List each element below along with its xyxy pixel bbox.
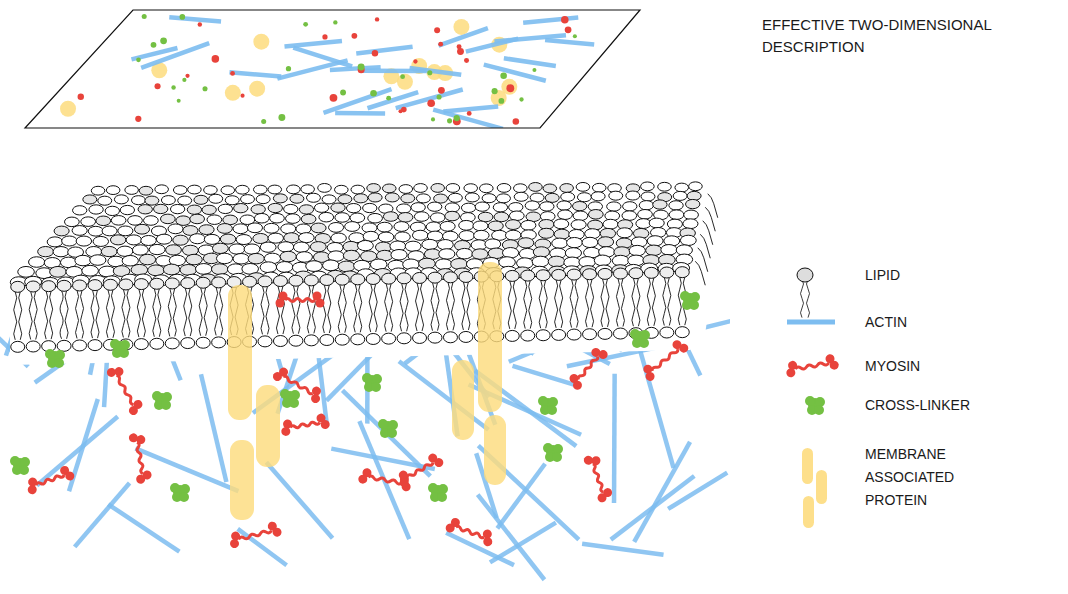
myosin-motor: [24, 292, 690, 550]
legend-symbols: [784, 268, 839, 528]
cross-linker: [10, 291, 700, 502]
legend-text: MYOSIN: [865, 355, 920, 378]
lipid-bilayer: [10, 182, 718, 365]
legend-text: CROSS-LINKER: [865, 394, 970, 417]
membrane-protein: [228, 262, 506, 520]
legend-text: ACTIN: [865, 311, 907, 334]
legend-text: LIPID: [865, 264, 900, 287]
plane: [25, 10, 640, 129]
figure-label: EFFECTIVE TWO-DIMENSIONAL DESCRIPTION: [762, 14, 1062, 58]
legend-text: MEMBRANE ASSOCIATED PROTEIN: [865, 443, 977, 512]
actin-network: [0, 224, 730, 580]
